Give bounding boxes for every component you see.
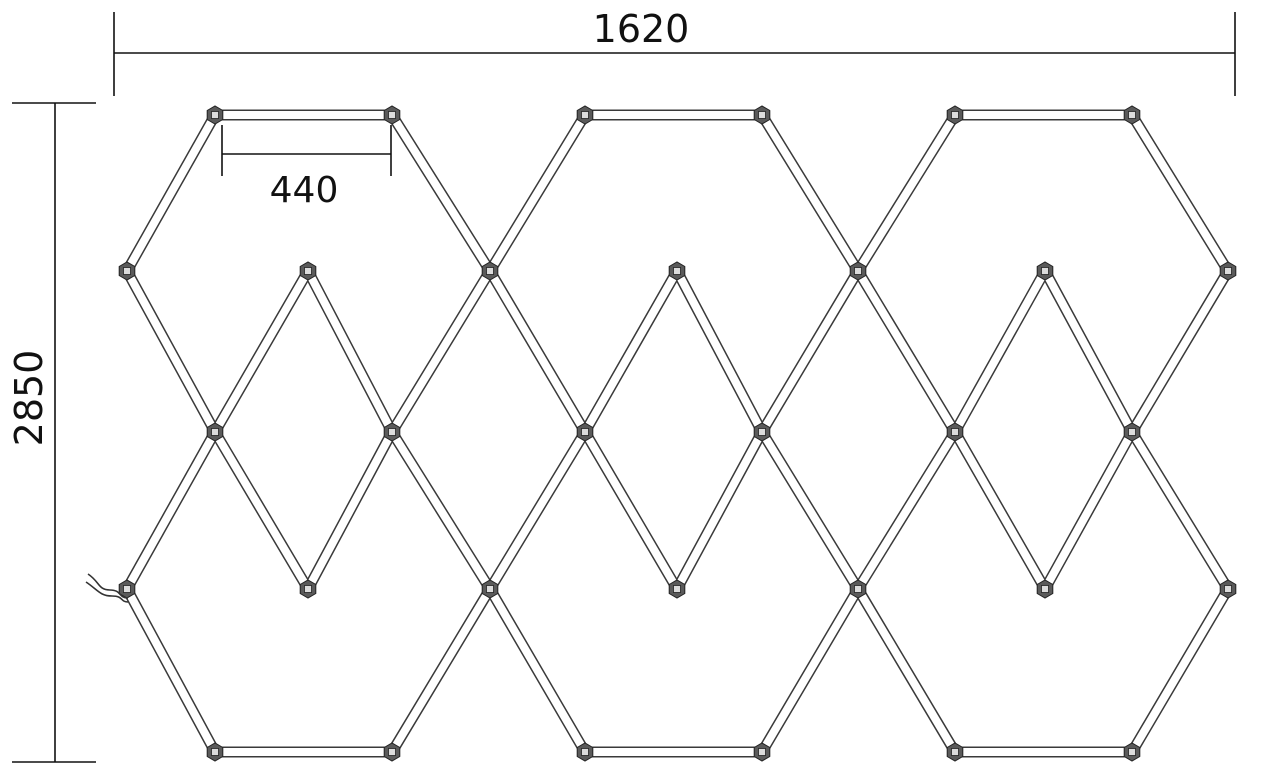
- connector-node: [481, 579, 499, 599]
- connector-node: [1219, 261, 1237, 281]
- tube-segment: [123, 430, 219, 591]
- tube-segment: [758, 268, 862, 435]
- connector-node: [1123, 742, 1141, 762]
- connector-node: [1219, 579, 1237, 599]
- power-cable: [87, 573, 129, 599]
- segment-dimension: 440: [221, 125, 392, 211]
- connector-node: [849, 261, 867, 281]
- tube-segment: [388, 112, 494, 274]
- width-dimension: 1620: [113, 7, 1236, 96]
- tube-segment: [758, 112, 862, 274]
- tube-segment: [1128, 268, 1232, 435]
- tube-frame: [122, 109, 1233, 758]
- tube-segment: [758, 429, 862, 592]
- connector-node: [383, 105, 401, 125]
- tube-segment: [486, 586, 589, 755]
- tube-segment: [304, 430, 396, 591]
- tube-segment: [758, 586, 862, 755]
- connector-node: [118, 261, 136, 281]
- tube-segment: [486, 112, 589, 274]
- connector-node: [576, 422, 594, 442]
- tube-segment: [388, 586, 494, 755]
- connector-set: [118, 105, 1237, 762]
- tube-segment: [123, 113, 219, 273]
- connector-node: [1036, 261, 1054, 281]
- tube-segment: [1041, 430, 1136, 591]
- tube-segment: [388, 429, 494, 592]
- tube-segment: [854, 429, 959, 592]
- height-dimension-label: 2850: [7, 350, 51, 447]
- tube-segment: [211, 429, 312, 592]
- connector-node: [668, 579, 686, 599]
- tube-segment: [854, 112, 959, 274]
- connector-node: [946, 105, 964, 125]
- connector-node: [299, 261, 317, 281]
- width-dimension-label: 1620: [593, 7, 690, 51]
- tube-segment: [123, 269, 219, 434]
- connector-node: [1123, 105, 1141, 125]
- tube-segment: [1128, 112, 1232, 274]
- tube-segment: [486, 429, 589, 592]
- tube-segment: [854, 268, 959, 435]
- tube-segment: [854, 586, 959, 755]
- connector-node: [383, 422, 401, 442]
- tube-segment: [1128, 586, 1232, 755]
- power-cable: [85, 581, 129, 603]
- connector-node: [1036, 579, 1054, 599]
- tube-segment: [1128, 429, 1232, 592]
- tube-segment: [486, 268, 589, 435]
- connector-node: [849, 579, 867, 599]
- tube-segment: [581, 429, 681, 592]
- tube-segment: [304, 269, 396, 434]
- tube-segment: [388, 268, 494, 435]
- connector-node: [383, 742, 401, 762]
- tube-segment: [951, 269, 1049, 434]
- connector-node: [668, 261, 686, 281]
- tube-segment: [123, 587, 219, 754]
- height-dimension: 2850: [7, 102, 96, 763]
- connector-node: [576, 105, 594, 125]
- connector-node: [206, 105, 224, 125]
- tube-segment: [1041, 269, 1136, 434]
- connector-node: [576, 742, 594, 762]
- segment-dimension-label: 440: [270, 170, 339, 211]
- connector-node: [753, 422, 771, 442]
- connector-node: [206, 422, 224, 442]
- connector-node: [206, 742, 224, 762]
- connector-node: [753, 742, 771, 762]
- tube-segment: [673, 269, 766, 434]
- connector-node: [946, 422, 964, 442]
- connector-node: [1123, 422, 1141, 442]
- connector-node: [753, 105, 771, 125]
- connector-node: [481, 261, 499, 281]
- connector-node: [118, 579, 136, 599]
- tube-segment: [951, 430, 1049, 591]
- connector-node: [299, 579, 317, 599]
- tube-segment: [673, 430, 766, 591]
- tube-segment: [211, 268, 312, 435]
- connector-node: [946, 742, 964, 762]
- tube-segment: [581, 269, 681, 434]
